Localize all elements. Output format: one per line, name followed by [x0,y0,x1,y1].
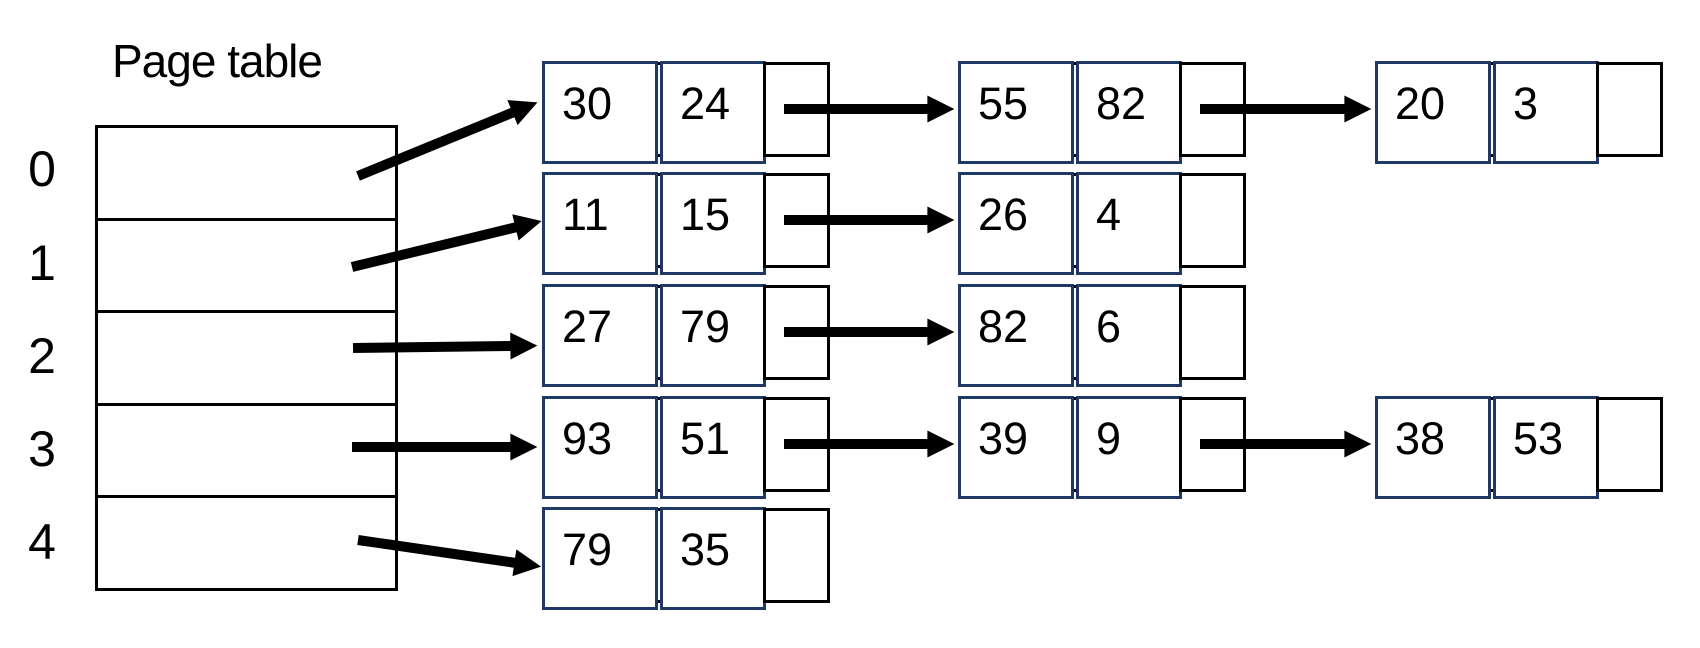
node-value-cell-1: 26 [958,172,1074,275]
bucket-label-0: 0 [28,141,56,197]
node-value-cell-1: 38 [1375,396,1491,499]
page-table-row-4 [98,495,395,588]
diagram-title: Page table [112,35,323,87]
next-pointer-cell [1179,285,1246,380]
next-pointer-cell [763,508,830,603]
next-pointer-cell [763,285,830,380]
node-value-cell-1: 82 [958,284,1074,387]
next-pointer-cell [763,173,830,268]
node-value-cell-1: 79 [542,507,658,610]
bucket-label-1: 1 [28,235,56,291]
next-pointer-cell [1179,62,1246,157]
next-pointer-cell [763,62,830,157]
node-value-cell-2: 15 [660,172,766,275]
next-pointer-cell [763,397,830,492]
node-value-cell-1: 20 [1375,61,1491,164]
node-value-cell-2: 4 [1076,172,1182,275]
node-value-cell-1: 93 [542,396,658,499]
node-value-cell-2: 35 [660,507,766,610]
node-value-cell-2: 24 [660,61,766,164]
node-value-cell-1: 55 [958,61,1074,164]
bucket-label-3: 3 [28,421,56,477]
node-value-cell-1: 30 [542,61,658,164]
next-pointer-cell [1596,62,1663,157]
bucket-label-4: 4 [28,514,56,570]
node-value-cell-2: 53 [1493,396,1599,499]
node-value-cell-1: 39 [958,396,1074,499]
next-pointer-cell [1596,397,1663,492]
next-pointer-cell [1179,173,1246,268]
next-pointer-cell [1179,397,1246,492]
node-value-cell-2: 9 [1076,396,1182,499]
node-value-cell-2: 82 [1076,61,1182,164]
page-table [95,125,398,591]
node-value-cell-2: 6 [1076,284,1182,387]
page-table-row-3 [98,402,395,496]
node-value-cell-2: 79 [660,284,766,387]
node-value-cell-1: 27 [542,284,658,387]
node-value-cell-1: 11 [542,172,658,275]
bucket-label-2: 2 [28,328,56,384]
page-table-row-0 [98,128,395,218]
node-value-cell-2: 3 [1493,61,1599,164]
page-table-row-2 [98,310,395,403]
page-table-row-1 [98,217,395,311]
node-value-cell-2: 51 [660,396,766,499]
